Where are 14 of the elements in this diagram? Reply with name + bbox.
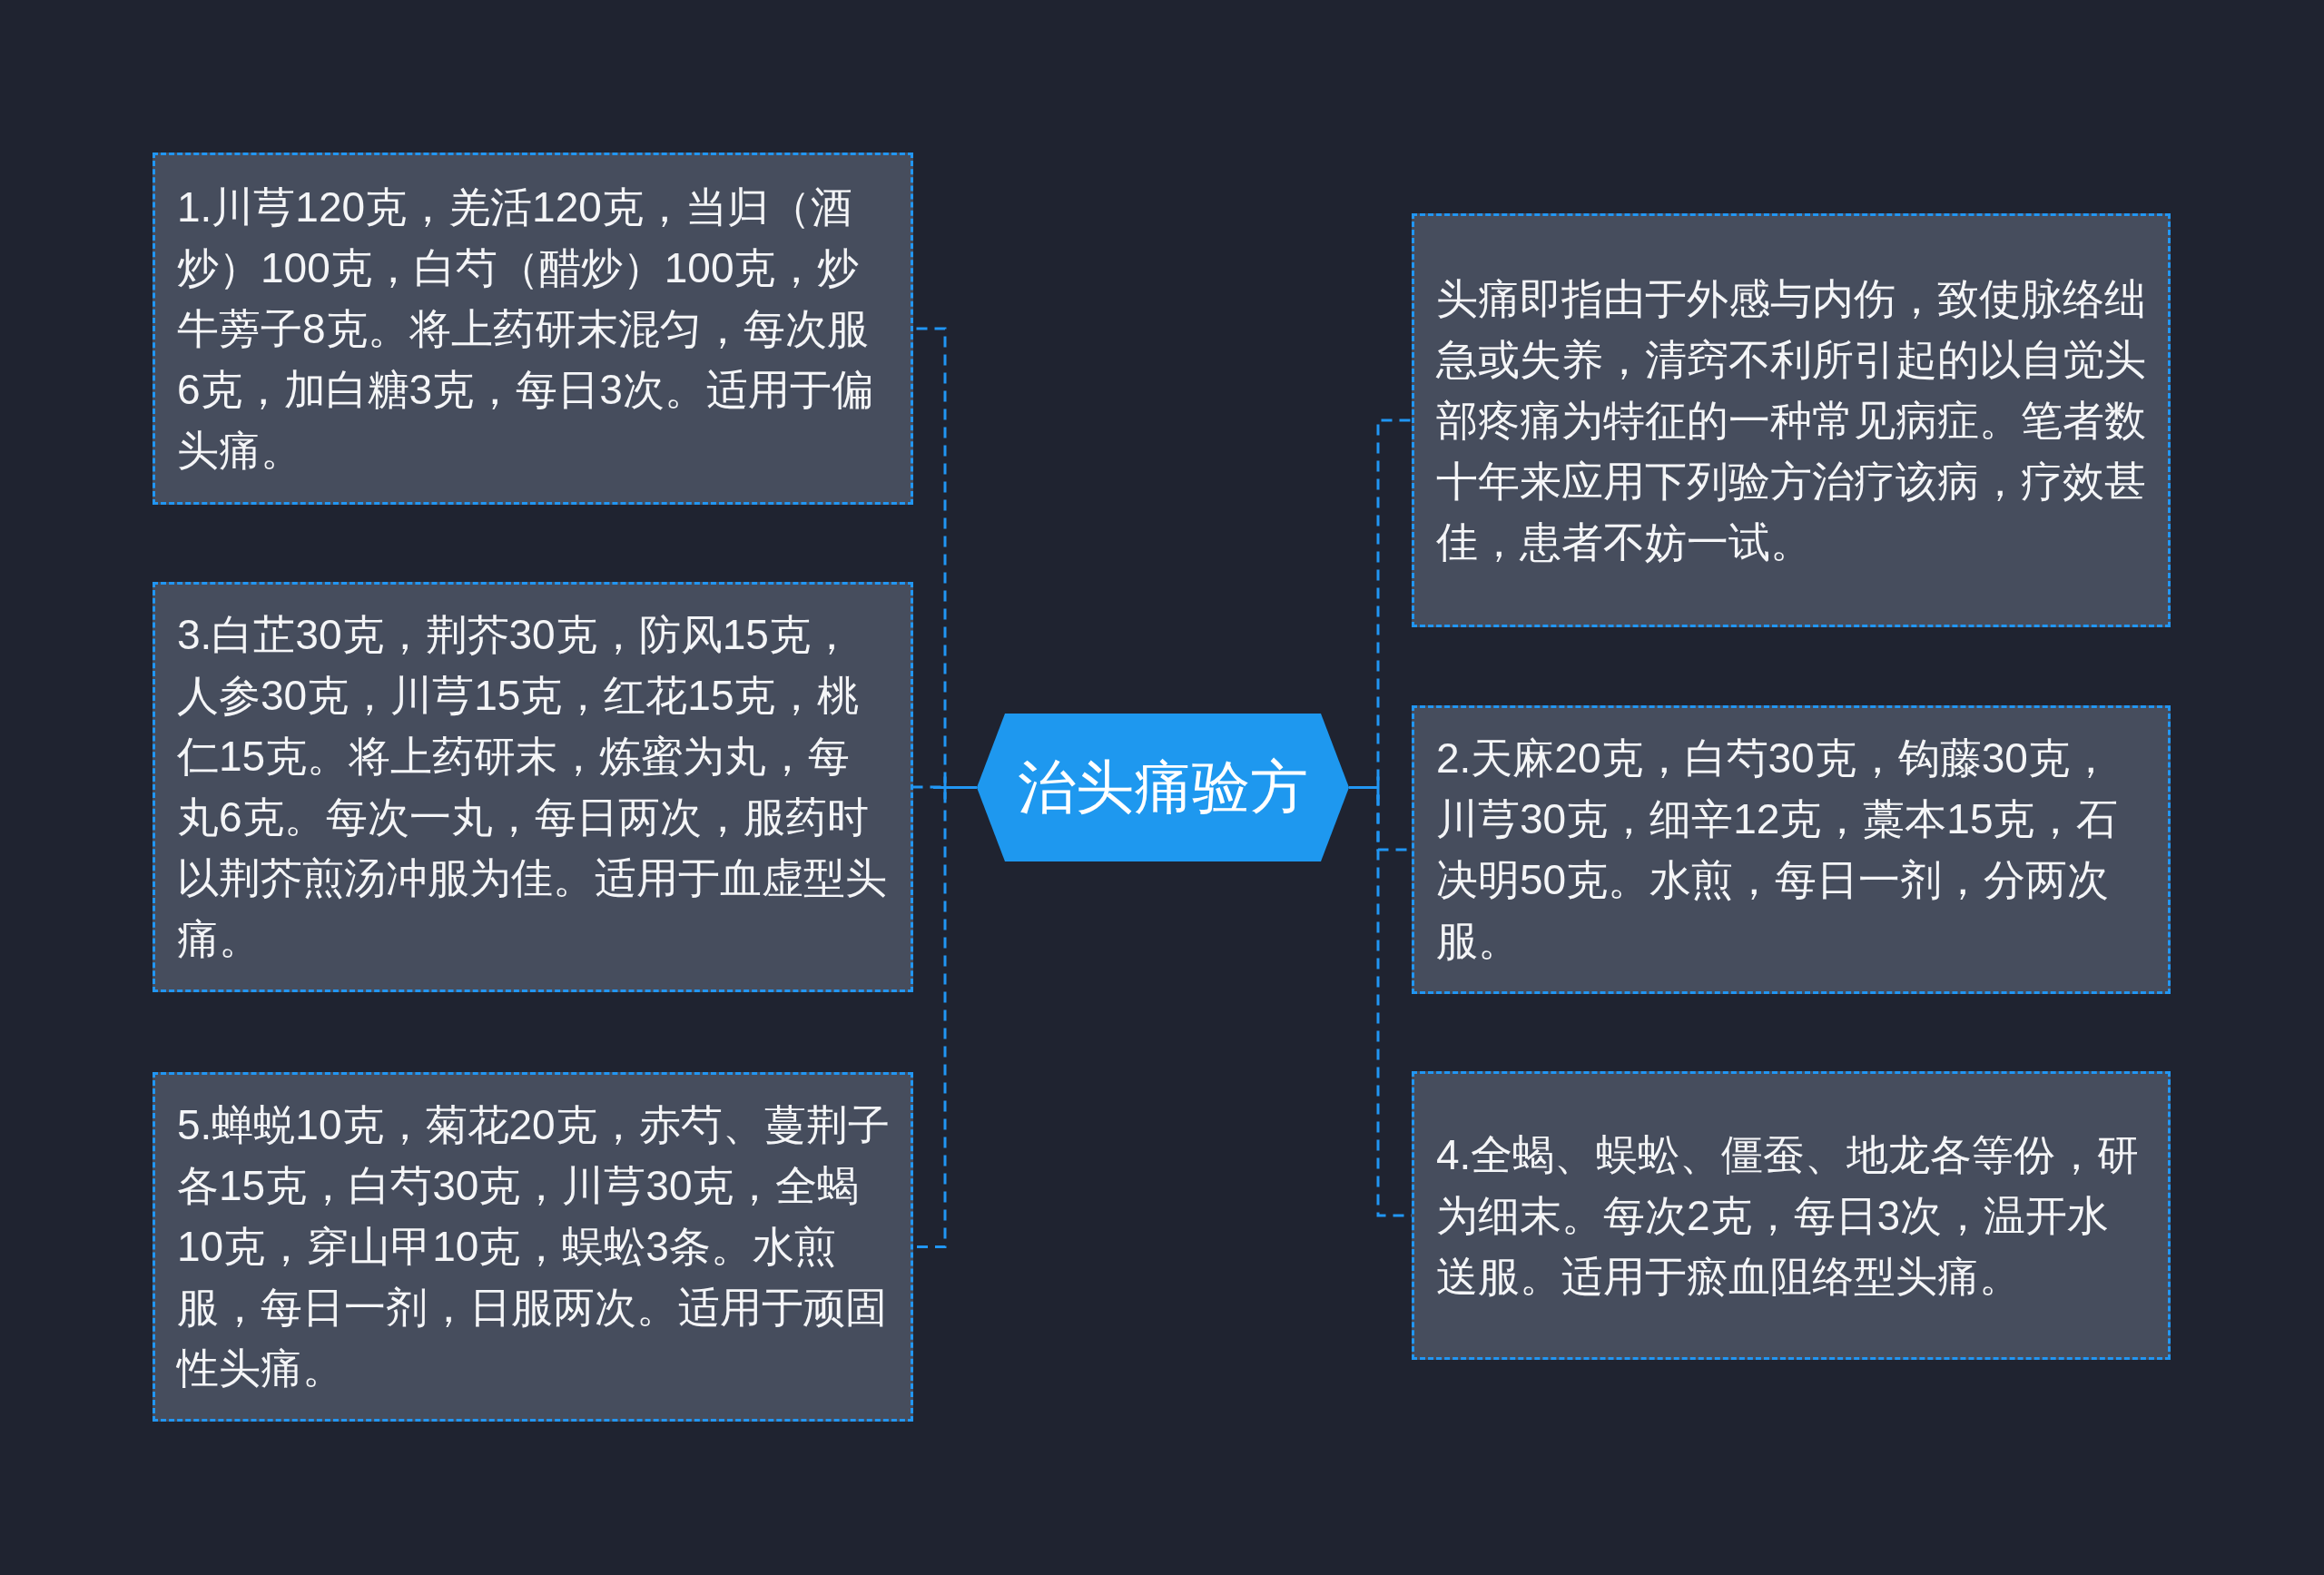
topic-title: 治头痛验方 (1018, 753, 1308, 822)
note-box (153, 153, 913, 505)
note-box (1412, 213, 2171, 627)
note-text: 1.川芎120克，羌活120克，当归（酒炒）100克，白芍（醋炒）100克，炒牛蒡子8克。将上药研末混匀，每次服6克，加白糖3克，每日3次。适用于偏头痛。 (177, 182, 874, 476)
topic-hexagon (977, 714, 1349, 861)
note-text: 4.全蝎、蜈蚣、僵蚕、地龙各等份，研为细末。每次2克，每日3次，温开水送服。适用于瘀血阻络型头痛。 (1436, 1129, 2141, 1302)
note-box (1412, 705, 2171, 994)
note-text: 3.白芷30克，荆芥30克，防风15克，人参30克，川芎15克，红花15克，桃仁15克。将上药研末，炼蜜为丸，每丸6克。每次一丸，每日两次，服药时以荆芥煎汤冲服为佳。适用于血虚型头痛。 (177, 610, 888, 964)
note-text: 头痛即指由于外感与内伤，致使脉络绌急或失养，清窍不利所引起的以自觉头部疼痛为特征的一种常见病症。笔者数十年来应用下列验方治疗该病，疗效甚佳，患者不妨一试。 (1436, 273, 2147, 567)
note-text: 5.蝉蜕10克，菊花20克，赤芍、蔓荆子各15克，白芍30克，川芎30克，全蝎10克，穿山甲10克，蜈蚣3条。水煎服，每日一剂，日服两次。适用于顽固性头痛。 (177, 1100, 891, 1393)
note-box (153, 582, 913, 992)
note-box (153, 1072, 913, 1422)
note-text: 2.天麻20克，白芍30克，钩藤30克，川芎30克，细辛12克，藁本15克，石决明50克。水煎，每日一剂，分两次服。 (1436, 733, 2120, 966)
note-box (1412, 1071, 2171, 1360)
